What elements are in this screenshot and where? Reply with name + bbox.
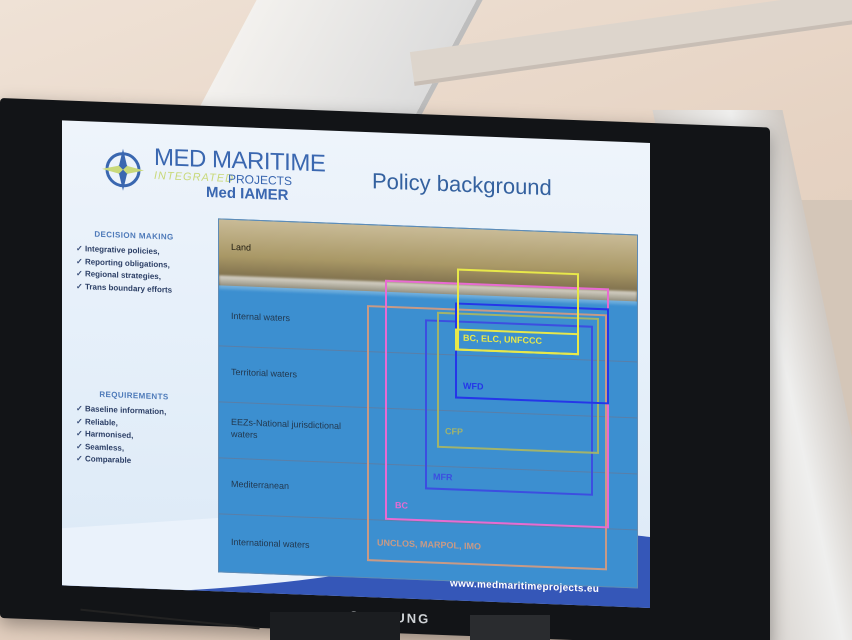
slide-title: Policy background: [372, 168, 552, 201]
decision-making-list: Integrative policies, Reporting obligati…: [76, 243, 172, 297]
decision-making-heading: DECISION MAKING: [94, 229, 174, 242]
maritime-zones-diagram: Land Internal waters Territorial waters …: [218, 218, 638, 589]
ceiling-molding: [409, 0, 852, 86]
framework-label-bc: BC: [395, 500, 408, 511]
zone-label-international-waters: International waters: [231, 536, 310, 550]
presentation-slide: MED MARITIME INTEGRATED PROJECTS Med IAM…: [62, 120, 650, 608]
compass-logo-icon: [102, 148, 144, 191]
framework-label-wfd: WFD: [463, 380, 484, 392]
land-label: Land: [231, 241, 252, 253]
requirements-heading: REQUIREMENTS: [99, 389, 169, 402]
monitor-stand: [270, 612, 400, 640]
requirements-list: Baseline information, Reliable, Harmonis…: [76, 403, 166, 469]
framework-label-mfr: MFR: [433, 471, 453, 483]
list-item: Comparable: [76, 453, 166, 469]
desk-object: [470, 615, 550, 640]
zone-label-internal-waters: Internal waters: [231, 310, 291, 324]
logo-project-name: Med IAMER: [206, 183, 289, 205]
framework-label-cfp: CFP: [445, 426, 463, 437]
zone-label-mediterranean: Mediterranean: [231, 478, 290, 492]
logo-subtitle-integrated: INTEGRATED: [154, 169, 235, 185]
monitor: MED MARITIME INTEGRATED PROJECTS Med IAM…: [0, 98, 770, 640]
zone-label-territorial-waters: Territorial waters: [231, 366, 298, 380]
zone-label-eez: EEZs-National jurisdictional waters: [231, 416, 342, 440]
